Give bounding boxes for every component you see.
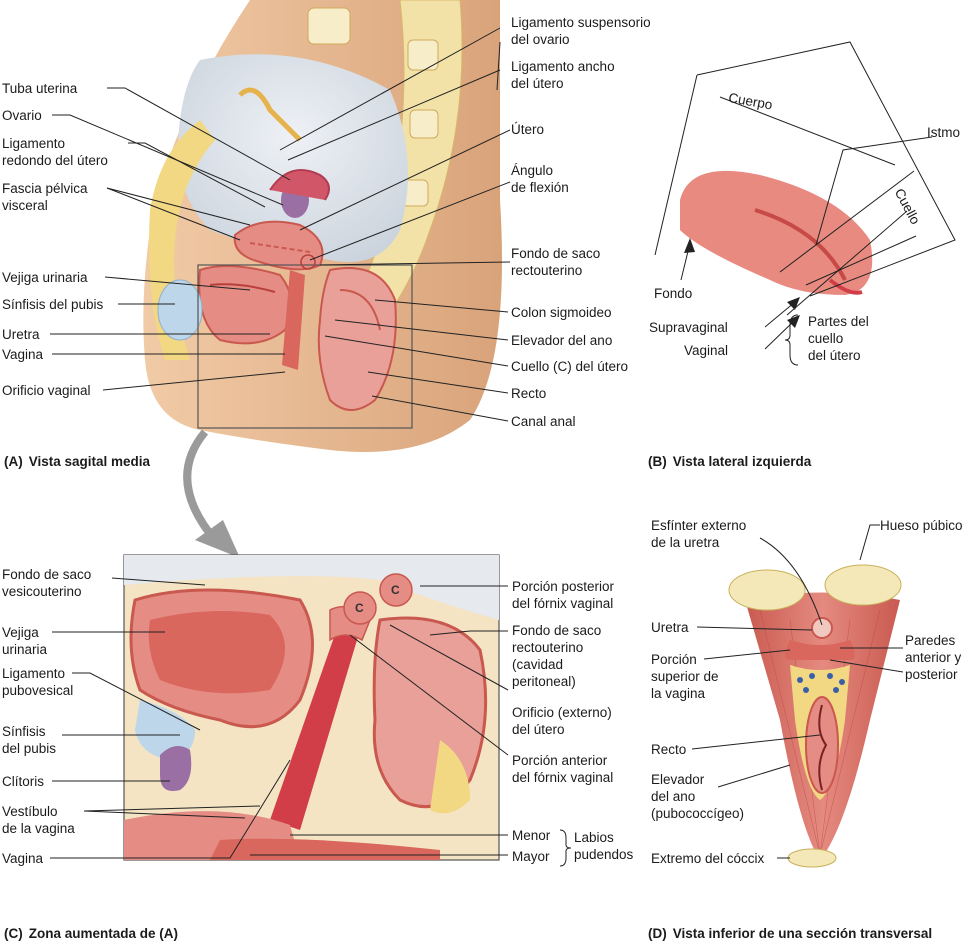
label-labio-menor: Menor: [512, 828, 551, 843]
label-esfinter-externo: Esfínter externo de la uretra: [651, 518, 747, 550]
label-vaginal: Vaginal: [684, 343, 729, 358]
label-ligamento-suspensorio: Ligamento suspensorio del ovario: [511, 15, 651, 47]
rectum-d: [805, 696, 839, 794]
label-colon-sigmoideo: Colon sigmoideo: [511, 305, 612, 320]
caption-panel-c-key: (C): [4, 926, 23, 941]
label-fascia-pelvica: Fascia pélvica visceral: [2, 181, 88, 213]
caption-panel-c: (C) Zona aumentada de (A): [4, 908, 178, 942]
label-partes-cuello: Partes del cuello del útero: [808, 314, 869, 363]
caption-panel-a-key: (A): [4, 454, 23, 469]
label-ligamento-redondo: Ligamento redondo del útero: [2, 136, 108, 168]
label-recto: Recto: [511, 386, 547, 401]
bladder: [198, 265, 293, 345]
label-labios-pudendos: Labios pudendos: [574, 830, 634, 862]
vagina-c: [270, 620, 360, 830]
caption-panel-d: (D) Vista inferior de una sección transve…: [648, 908, 932, 943]
panel-d-leaders: [691, 524, 904, 859]
marker-c-1: C: [355, 601, 364, 615]
rectum-c: [372, 616, 488, 809]
label-hueso-pubico: Hueso púbico: [880, 518, 963, 533]
label-cuello-utero: Cuello (C) del útero: [511, 359, 629, 374]
caption-panel-a: (A) Vista sagital media: [4, 436, 150, 470]
label-fondo-rectouterino-c: Fondo de saco rectouterino (cavidad peri…: [512, 623, 602, 689]
label-sinfisis-pubis: Sínfisis del pubis: [2, 297, 104, 312]
label-extremo-coccix: Extremo del cóccix: [651, 851, 765, 866]
label-vagina-c: Vagina: [2, 851, 44, 866]
label-fondo-saco-rectouterino: Fondo de saco rectouterino: [511, 246, 601, 278]
label-fondo-vesicouterino: Fondo de saco vesicouterino: [2, 567, 92, 599]
label-clitoris: Clítoris: [2, 774, 45, 789]
caption-panel-a-text: Vista sagital media: [28, 454, 151, 469]
pubic-symphysis: [157, 279, 203, 341]
label-uretra: Uretra: [2, 327, 40, 342]
label-angulo-flexion: Ángulo de flexión: [511, 163, 569, 195]
label-labio-mayor: Mayor: [512, 849, 550, 864]
label-orificio-utero: Orificio (externo) del útero: [512, 705, 612, 737]
label-fornix-anterior: Porción anterior del fórnix vaginal: [512, 753, 614, 785]
label-vestibulo: Vestíbulo de la vagina: [2, 804, 75, 836]
label-uretra-d: Uretra: [651, 620, 689, 635]
panel-c-drawing: [123, 554, 500, 861]
label-vejiga-urinaria: Vejiga urinaria: [2, 270, 88, 285]
caption-panel-b-key: (B): [648, 454, 667, 469]
caption-panel-c-text: Zona aumentada de (A): [28, 926, 179, 941]
panel-d-drawing: [728, 564, 902, 868]
label-supravaginal: Supravaginal: [649, 320, 728, 335]
caption-panel-b: (B) Vista lateral izquierda: [648, 436, 811, 470]
rectum: [317, 267, 397, 411]
pubic-bone-right: [824, 564, 902, 606]
panel-c-leaders: [50, 577, 572, 867]
caption-panel-d-text: Vista inferior de una sección transversa…: [672, 926, 933, 941]
label-recto-d: Recto: [651, 742, 687, 757]
label-utero: Útero: [511, 122, 545, 137]
coccyx: [787, 848, 837, 868]
label-ligamento-pubovesical: Ligamento pubovesical: [2, 666, 74, 698]
label-ligamento-ancho: Ligamento ancho del útero: [511, 59, 615, 91]
label-elevador-ano-d: Elevador del ano (pubococcígeo): [651, 772, 745, 821]
label-ovario: Ovario: [2, 108, 42, 123]
symphysis-c: [135, 700, 195, 760]
label-orificio-vaginal: Orificio vaginal: [2, 383, 91, 398]
label-porcion-superior-vagina: Porción superior de la vagina: [651, 652, 719, 701]
panel-a-leaders: [50, 27, 511, 422]
label-tuba-uterina: Tuba uterina: [2, 81, 78, 96]
label-fondo: Fondo: [654, 286, 693, 301]
label-fornix-posterior: Porción posterior del fórnix vaginal: [512, 579, 615, 611]
zoom-arrow: [183, 429, 219, 543]
label-istmo: Istmo: [927, 125, 961, 140]
inset-box-a: [197, 264, 413, 429]
panel-a-drawing: [143, 0, 503, 452]
vagina: [282, 270, 305, 370]
panel-b-drawing: [654, 41, 956, 366]
pubic-bone-left: [728, 569, 806, 611]
caption-panel-d-key: (D): [648, 926, 667, 941]
label-canal-anal: Canal anal: [511, 414, 576, 429]
label-sinfisis-c: Sínfisis del pubis: [2, 724, 57, 756]
uterus-body: [680, 170, 873, 295]
caption-panel-b-text: Vista lateral izquierda: [672, 454, 812, 469]
marker-c-2: C: [391, 583, 400, 597]
label-paredes: Paredes anterior y posterior: [905, 633, 962, 682]
label-vejiga-c: Vejiga urinaria: [2, 625, 48, 657]
label-vagina: Vagina: [2, 347, 44, 362]
label-elevador-ano: Elevador del ano: [511, 333, 613, 348]
